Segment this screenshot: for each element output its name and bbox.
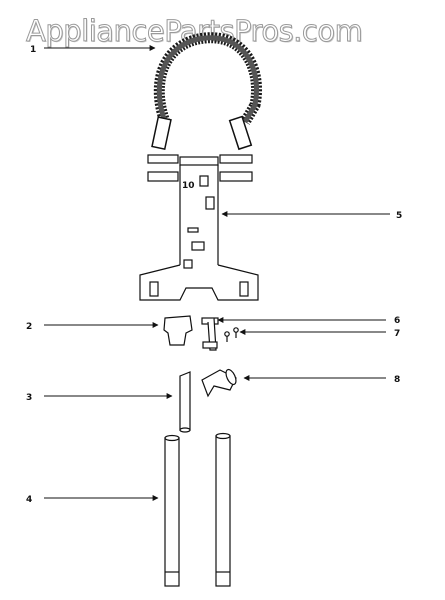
callout-1-label: 1 [30,45,36,55]
long-tube-left-part [164,434,180,587]
callout-7-label: 7 [394,329,400,339]
body-frame-part [139,154,259,301]
callout-2-label: 2 [26,322,32,332]
clip-part [201,317,219,351]
long-tube-right-part [215,432,231,587]
callout-3-label: 3 [26,393,32,403]
short-tube-part [179,371,191,433]
handle-grip-part [163,315,193,346]
hose-part [151,32,262,151]
callout-6-label: 6 [394,316,400,326]
leader-lines [44,45,390,501]
elbow-connector-part [201,368,237,398]
callout-4-label: 4 [26,495,32,505]
part-marking-text: 10 [182,181,195,191]
watermark-logo: AppliancePartsPros.com [26,14,364,49]
callout-8-label: 8 [394,375,400,385]
callout-5-label: 5 [396,211,402,221]
screw-part [224,327,239,342]
